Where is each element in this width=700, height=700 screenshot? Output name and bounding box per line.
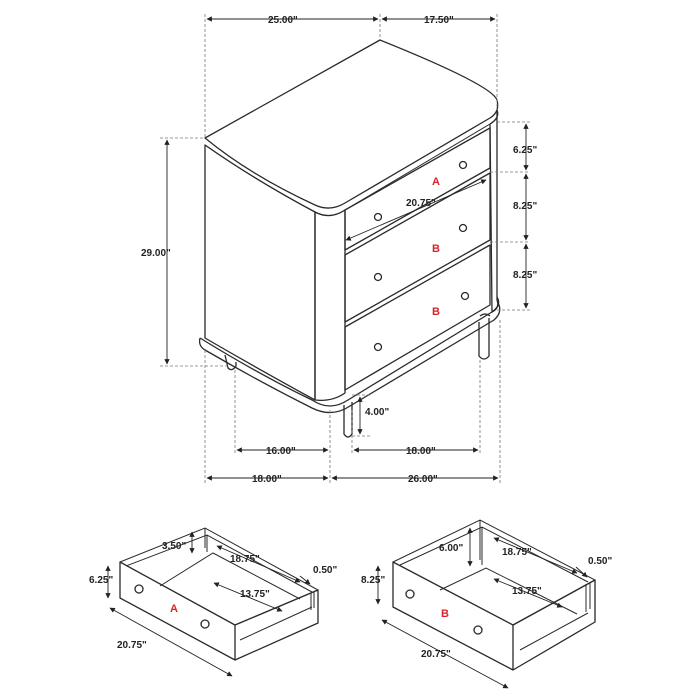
dim-bottom-drawer-height: 8.25" xyxy=(513,270,537,281)
chest-top xyxy=(204,39,499,209)
dim-top-drawer-height: 6.25" xyxy=(513,145,537,156)
drawer-label-bottom: B xyxy=(432,306,440,318)
drawer-b-front-height: 8.25" xyxy=(361,575,385,586)
knob-icon xyxy=(373,272,383,282)
legs xyxy=(224,313,491,438)
knob-icon xyxy=(458,223,468,233)
knob-icon xyxy=(134,584,144,594)
chest-body xyxy=(198,39,501,414)
dim-leg-height: 4.00" xyxy=(365,407,389,418)
dim-base-width: 26.00" xyxy=(408,474,438,485)
leg-back-right xyxy=(479,313,491,317)
chest-right-edge xyxy=(489,109,499,313)
drawer-label-middle: B xyxy=(432,243,440,255)
drawer-a-inner-width: 13.75" xyxy=(240,589,270,600)
knob-icon xyxy=(373,342,383,352)
drawer-a-side-thickness: 0.50" xyxy=(313,565,337,576)
knob-icon xyxy=(458,160,468,170)
drawer-a-inner-length: 18.75" xyxy=(230,554,260,565)
drawer-a-label: A xyxy=(170,603,178,615)
knob-icon xyxy=(405,589,415,599)
knob-icon xyxy=(473,625,483,635)
drawer-label-top: A xyxy=(432,176,440,188)
chest-left-side xyxy=(204,144,316,401)
drawer-a-front-height: 6.25" xyxy=(89,575,113,586)
drawer-a-drawing: A 3.50" 18.75" 6.25" 0.50" 13.75" 20.75" xyxy=(89,527,337,677)
dim-leg-span-front: 18.00" xyxy=(406,446,436,457)
drawer-b-inner-width: 13.75" xyxy=(512,586,542,597)
leg-back-left xyxy=(224,354,237,371)
chest-front-corner xyxy=(314,209,346,401)
drawer-a-inner-depth: 3.50" xyxy=(162,541,186,552)
dim-drawer-front-width: 20.75" xyxy=(406,198,436,209)
drawer-b-inner-length: 18.75" xyxy=(502,547,532,558)
dim-overall-depth: 17.50" xyxy=(424,15,454,26)
chest-base xyxy=(198,296,501,414)
drawer-a-front-width: 20.75" xyxy=(117,640,147,651)
drawer-front-top[interactable] xyxy=(344,127,491,251)
drawer-b-label: B xyxy=(441,608,449,620)
knob-icon xyxy=(373,212,383,222)
drawer-b-front[interactable] xyxy=(392,561,514,671)
leg-front-right xyxy=(478,318,490,360)
dim-base-depth: 18.00" xyxy=(252,474,282,485)
dim-middle-drawer-height: 8.25" xyxy=(513,201,537,212)
drawer-b-drawing: B 6.00" 18.75" 8.25" 0.50" 13.75" 20.75" xyxy=(361,519,612,689)
dim-overall-height: 29.00" xyxy=(141,248,171,259)
dim-leg-span-side: 16.00" xyxy=(266,446,296,457)
leg-front-left xyxy=(343,402,353,438)
drawer-b-front-width: 20.75" xyxy=(421,649,451,660)
drawer-front-bottom[interactable] xyxy=(344,244,491,391)
dim-overall-width: 25.00" xyxy=(268,15,298,26)
knob-icon xyxy=(200,619,210,629)
drawer-b-inner-depth: 6.00" xyxy=(439,543,463,554)
knob-icon xyxy=(460,291,470,301)
drawer-front-middle[interactable] xyxy=(344,172,491,323)
drawer-b-side-thickness: 0.50" xyxy=(588,556,612,567)
